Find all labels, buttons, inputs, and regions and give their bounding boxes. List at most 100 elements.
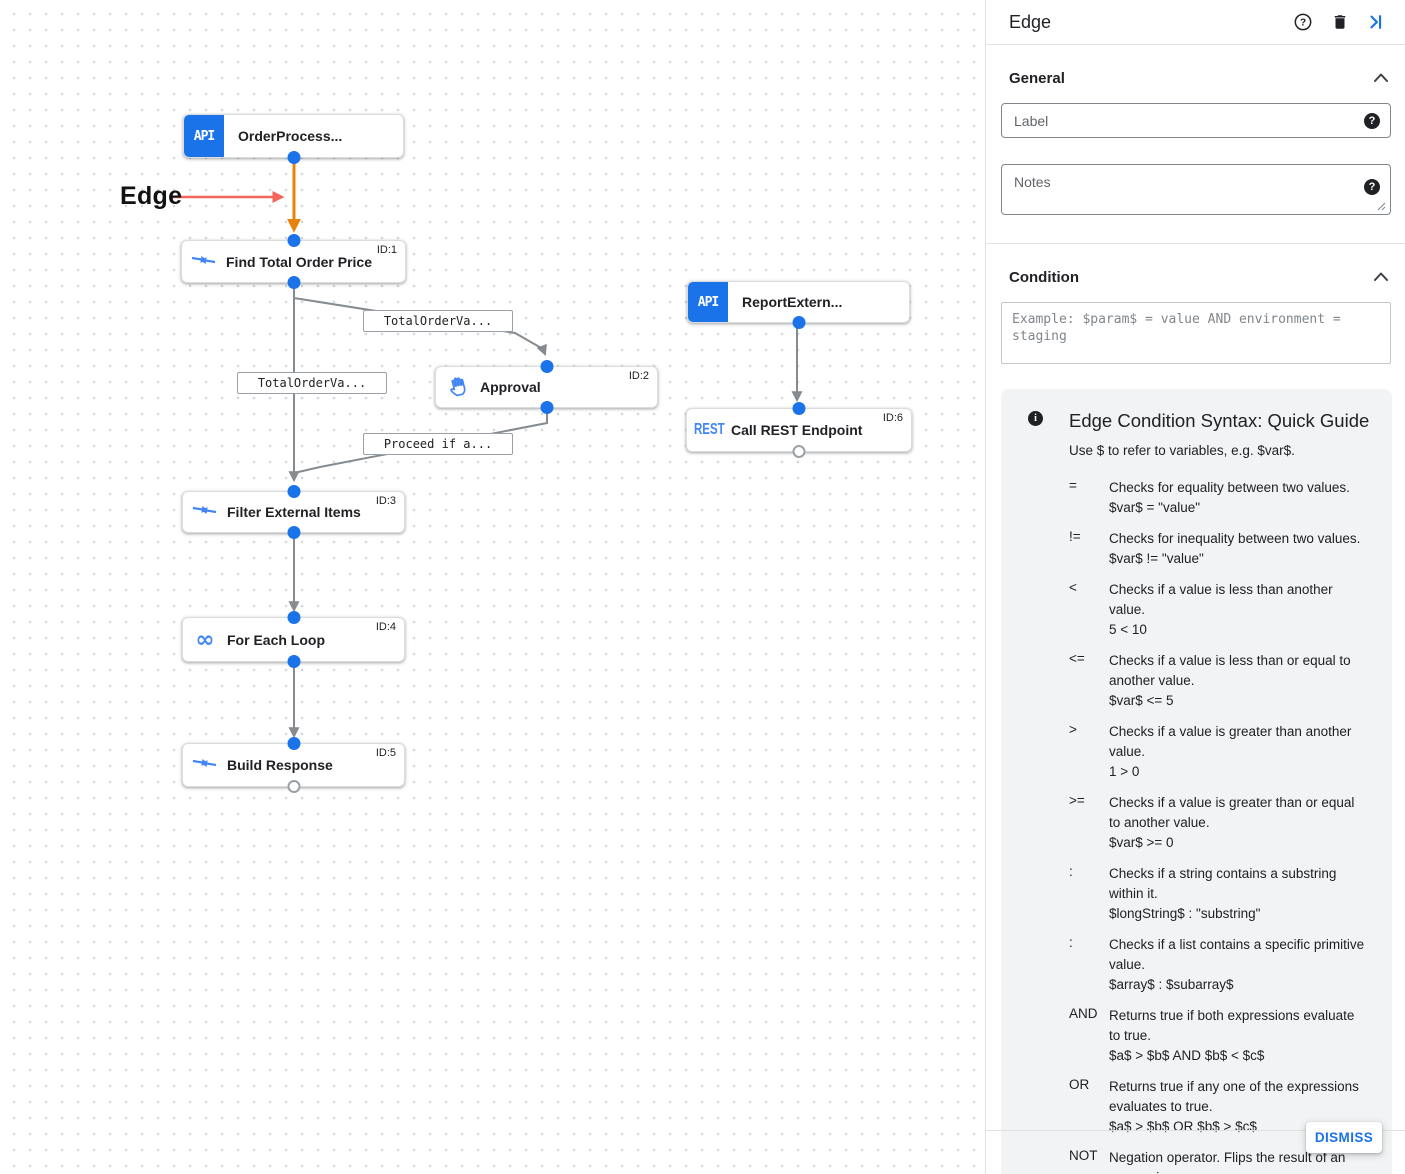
svg-text:?: ? bbox=[1300, 18, 1306, 29]
data-mapping-icon bbox=[182, 253, 226, 271]
notes-field-wrap: ? bbox=[1001, 164, 1391, 215]
condition-field-wrap bbox=[1001, 302, 1391, 364]
resize-handle-icon[interactable] bbox=[1377, 202, 1386, 211]
node-approval[interactable]: Approval ID:2 bbox=[435, 360, 658, 414]
label-input[interactable] bbox=[1002, 104, 1390, 137]
guide-operator: >= bbox=[1069, 793, 1085, 808]
connector-dot[interactable] bbox=[792, 402, 806, 415]
node-label: Call REST Endpoint bbox=[731, 422, 863, 438]
guide-description: Returns true if both expressions evaluat… bbox=[1109, 1008, 1355, 1063]
node-label: Build Response bbox=[227, 757, 333, 773]
delete-icon[interactable] bbox=[1331, 12, 1349, 32]
rest-icon: REST bbox=[693, 421, 725, 438]
node-build-response[interactable]: Build Response ID:5 bbox=[182, 737, 405, 793]
node-call-rest-endpoint[interactable]: REST Call REST Endpoint ID:6 bbox=[686, 402, 912, 458]
condition-heading: Condition bbox=[1009, 268, 1079, 286]
notes-help-icon[interactable]: ? bbox=[1364, 179, 1380, 195]
guide-description: Checks if a value is greater than or equ… bbox=[1109, 795, 1355, 850]
label-help-icon[interactable]: ? bbox=[1364, 113, 1380, 129]
edge-label[interactable]: TotalOrderVa... bbox=[363, 310, 513, 332]
guide-entries: = Checks for equality between two values… bbox=[1069, 478, 1370, 1174]
guide-description: Checks if a list contains a specific pri… bbox=[1109, 937, 1365, 992]
loop-infinity-icon: ∞ bbox=[195, 626, 215, 653]
node-for-each-loop[interactable]: ∞ For Each Loop ID:4 bbox=[182, 611, 405, 668]
guide-description: Checks for equality between two values. … bbox=[1109, 480, 1350, 515]
connector-dot[interactable] bbox=[287, 737, 300, 750]
connector-dot[interactable] bbox=[540, 401, 553, 414]
connector-dot[interactable] bbox=[287, 151, 300, 164]
collapse-general-icon[interactable] bbox=[1374, 69, 1388, 87]
connector-dot[interactable] bbox=[287, 234, 300, 247]
guide-description: Checks if a value is less than or equal … bbox=[1109, 653, 1351, 708]
node-label: For Each Loop bbox=[227, 631, 325, 648]
edge-properties-panel: Edge ? General ? bbox=[985, 0, 1405, 1174]
edge-findtotal-to-approval[interactable] bbox=[293, 286, 547, 357]
guide-operator: OR bbox=[1069, 1077, 1090, 1092]
dismiss-button[interactable]: DISMISS bbox=[1306, 1122, 1382, 1153]
hand-approval-icon bbox=[436, 376, 480, 398]
node-order-process-trigger[interactable]: API OrderProcess... bbox=[183, 114, 404, 164]
collapse-condition-icon[interactable] bbox=[1374, 268, 1388, 286]
guide-operator: NOT bbox=[1069, 1148, 1098, 1163]
condition-syntax-guide: i Edge Condition Syntax: Quick Guide Use… bbox=[1001, 389, 1392, 1174]
condition-input[interactable] bbox=[1002, 303, 1390, 358]
node-label: Approval bbox=[480, 379, 541, 395]
node-label: Find Total Order Price bbox=[226, 253, 372, 270]
panel-footer-divider bbox=[986, 1130, 1405, 1131]
label-field-wrap: ? bbox=[1001, 103, 1391, 138]
node-id: ID:4 bbox=[375, 621, 396, 633]
guide-description: Checks for inequality between two values… bbox=[1109, 531, 1361, 566]
guide-operator: > bbox=[1069, 722, 1077, 737]
node-id: ID:1 bbox=[376, 244, 397, 256]
connector-dot[interactable] bbox=[287, 526, 300, 539]
guide-operator: <= bbox=[1069, 651, 1085, 666]
node-id: ID:3 bbox=[375, 495, 396, 507]
guide-title: Edge Condition Syntax: Quick Guide bbox=[1069, 410, 1370, 431]
connector-dot[interactable] bbox=[287, 276, 300, 289]
api-trigger-icon: API bbox=[184, 115, 224, 157]
guide-operator: AND bbox=[1069, 1006, 1098, 1021]
guide-description: Negation operator. Flips the result of a… bbox=[1109, 1150, 1346, 1174]
notes-input[interactable] bbox=[1002, 165, 1390, 209]
general-heading: General bbox=[1009, 69, 1065, 87]
guide-description: Checks if a value is greater than anothe… bbox=[1109, 724, 1352, 779]
node-label: Filter External Items bbox=[227, 504, 361, 520]
connector-dot[interactable] bbox=[287, 611, 300, 624]
condition-section: Condition i Edge Condition Syntax: Quick… bbox=[986, 243, 1405, 1174]
node-id: ID:5 bbox=[375, 747, 396, 759]
node-label: ReportExtern... bbox=[742, 294, 843, 310]
help-icon[interactable]: ? bbox=[1293, 12, 1313, 32]
edge-label[interactable]: TotalOrderVa... bbox=[237, 372, 387, 394]
node-filter-external-items[interactable]: Filter External Items ID:3 bbox=[182, 485, 405, 539]
guide-intro: Use $ to refer to variables, e.g. $var$. bbox=[1069, 443, 1295, 458]
edge-annotation-label: Edge bbox=[120, 182, 183, 210]
connector-dot[interactable] bbox=[287, 655, 300, 668]
panel-header: Edge ? bbox=[986, 0, 1405, 45]
connector-dot-open[interactable] bbox=[287, 780, 300, 793]
node-label: OrderProcess... bbox=[238, 128, 343, 144]
edge-label[interactable]: Proceed if a... bbox=[363, 433, 513, 455]
workflow-canvas[interactable]: Edge API OrderProcess... Find Total Orde… bbox=[0, 0, 985, 1174]
data-mapping-icon bbox=[183, 756, 227, 774]
collapse-panel-icon[interactable] bbox=[1367, 13, 1385, 31]
node-report-extern-trigger[interactable]: API ReportExtern... bbox=[687, 281, 910, 329]
guide-operator: != bbox=[1069, 529, 1081, 544]
info-icon: i bbox=[1028, 411, 1043, 426]
general-section: General ? ? bbox=[986, 69, 1405, 215]
connector-dot[interactable] bbox=[540, 360, 553, 373]
api-trigger-icon: API bbox=[688, 282, 728, 322]
guide-operator: : bbox=[1069, 935, 1073, 950]
connector-dot[interactable] bbox=[287, 485, 300, 498]
connector-dot-open[interactable] bbox=[792, 445, 806, 458]
connector-dot[interactable] bbox=[792, 316, 805, 329]
guide-operator: : bbox=[1069, 864, 1073, 879]
node-find-total-order-price[interactable]: Find Total Order Price ID:1 bbox=[181, 234, 406, 289]
node-id: ID:2 bbox=[628, 370, 649, 382]
data-mapping-icon bbox=[183, 503, 227, 521]
edges-layer bbox=[172, 160, 803, 739]
panel-title: Edge bbox=[1009, 11, 1052, 32]
guide-operator: < bbox=[1069, 580, 1077, 595]
guide-description: Checks if a string contains a substring … bbox=[1109, 866, 1337, 921]
node-id: ID:6 bbox=[882, 412, 903, 424]
